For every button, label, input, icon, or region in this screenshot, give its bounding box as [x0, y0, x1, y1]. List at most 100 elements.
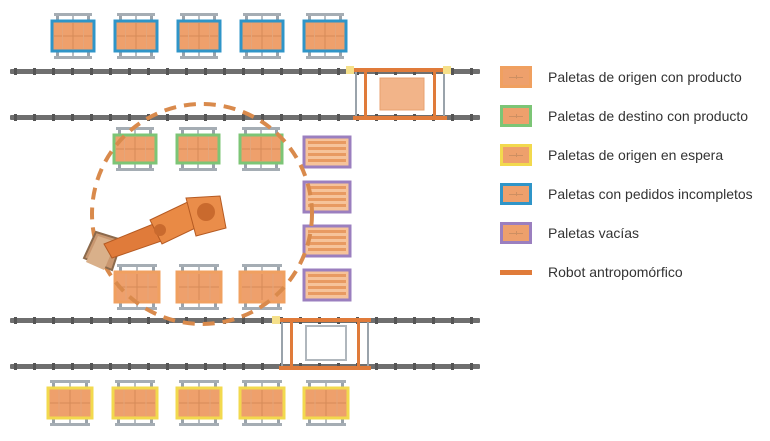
- incomplete-pallet-swatch-icon: [500, 183, 532, 205]
- incomplete-pallet: [176, 13, 222, 59]
- robot-line-swatch-icon: [500, 269, 532, 275]
- rail-tie: [128, 68, 131, 75]
- stand-bar: [242, 423, 282, 426]
- pallet-slat: [308, 248, 346, 251]
- rail-tie: [147, 317, 150, 324]
- rail-tie: [432, 317, 435, 324]
- pallet-slat: [308, 236, 346, 239]
- incomplete-pallet: [302, 13, 348, 59]
- stand-bar: [179, 127, 217, 130]
- stand-bar: [179, 307, 219, 310]
- stand-bar: [50, 423, 90, 426]
- stand-bar: [243, 56, 281, 59]
- shuttle-arm: [290, 322, 293, 366]
- rail-tie: [242, 114, 245, 121]
- stand-bar: [54, 13, 92, 16]
- rail-tie: [90, 317, 93, 324]
- pallet-slat: [308, 242, 346, 245]
- rail-tie: [261, 363, 264, 370]
- legend-label: Paletas con pedidos incompletos: [548, 186, 753, 202]
- destination-pallet: [175, 127, 221, 171]
- legend-label: Paletas de destino con producto: [548, 108, 749, 124]
- pallet-slat: [308, 280, 346, 283]
- pallet-slat: [308, 286, 346, 289]
- rail-tie: [14, 68, 17, 75]
- rail-tie: [52, 317, 55, 324]
- legend-label: Paletas de origen con producto: [548, 69, 742, 85]
- rail-tie: [375, 317, 378, 324]
- stand-bar: [117, 264, 157, 267]
- transfer-shuttle-bottom: [272, 316, 371, 370]
- rail-tie: [147, 68, 150, 75]
- shuttle-pallet: [379, 77, 425, 111]
- waiting-pallet: [175, 380, 223, 426]
- warehouse-layout-diagram: [10, 13, 480, 426]
- rail-tie: [90, 363, 93, 370]
- rail-tie: [299, 68, 302, 75]
- destination-pallet: [238, 127, 284, 171]
- empty-pallet: [302, 224, 352, 258]
- stand-bar: [179, 423, 219, 426]
- robot-reach-circle: [90, 102, 314, 326]
- rail-tie: [204, 317, 207, 324]
- stand-bar: [306, 380, 346, 383]
- stand-bar: [242, 380, 282, 383]
- rail-tie: [128, 363, 131, 370]
- rail-tie: [128, 114, 131, 121]
- stand-bar: [54, 56, 92, 59]
- stand-bar: [242, 127, 280, 130]
- stand-bar: [242, 264, 282, 267]
- stand-bar: [306, 423, 346, 426]
- stand-bar: [116, 168, 154, 171]
- rail-tie: [33, 68, 36, 75]
- stand-bar: [117, 13, 155, 16]
- anthropomorphic-robot: [82, 195, 227, 272]
- rail-tie: [261, 68, 264, 75]
- stand-bar: [306, 13, 344, 16]
- pallet-slat: [308, 159, 346, 162]
- rail-tie: [71, 114, 74, 121]
- pallet-slat: [308, 230, 346, 233]
- rail-tie: [52, 68, 55, 75]
- rail-tie: [299, 114, 302, 121]
- stand-bar: [117, 56, 155, 59]
- origin-pallet: [238, 264, 286, 310]
- rail-tie: [185, 114, 188, 121]
- rail-tie: [394, 317, 397, 324]
- legend-item-incomplete: Paletas con pedidos incompletos: [500, 181, 765, 207]
- stand-bar: [179, 264, 219, 267]
- rail-tie: [147, 363, 150, 370]
- rail-tie: [166, 68, 169, 75]
- rail-tie: [242, 363, 245, 370]
- rail-tie: [413, 317, 416, 324]
- rail-tie: [280, 68, 283, 75]
- stand-bar: [179, 168, 217, 171]
- origin-pallet-swatch-icon: [500, 66, 532, 88]
- rail-tie: [204, 68, 207, 75]
- rail-tie: [242, 317, 245, 324]
- destination-pallet-swatch-icon: [500, 105, 532, 127]
- pallet-slat: [308, 153, 346, 156]
- shuttle-arm: [357, 322, 360, 366]
- rail-tie: [90, 114, 93, 121]
- waiting-pallet: [111, 380, 159, 426]
- legend-label: Paletas de origen en espera: [548, 147, 724, 163]
- rail-tie: [318, 68, 321, 75]
- rail-tie: [470, 363, 473, 370]
- robot-joint: [154, 224, 166, 236]
- shuttle-arm: [364, 72, 367, 116]
- rail-tie: [337, 114, 340, 121]
- rail-tie: [451, 68, 454, 75]
- empty-pallet: [302, 135, 352, 169]
- legend-label: Robot antropomórfico: [548, 264, 683, 280]
- rail-tie: [432, 363, 435, 370]
- rail-tie: [204, 363, 207, 370]
- rail-tie: [33, 114, 36, 121]
- rail-tie: [413, 363, 416, 370]
- legend-label: Paletas vacías: [548, 225, 640, 241]
- rail-tie: [223, 363, 226, 370]
- stand-bar: [180, 56, 218, 59]
- rail-tie: [470, 317, 473, 324]
- rail-tie: [52, 114, 55, 121]
- stand-bar: [179, 380, 219, 383]
